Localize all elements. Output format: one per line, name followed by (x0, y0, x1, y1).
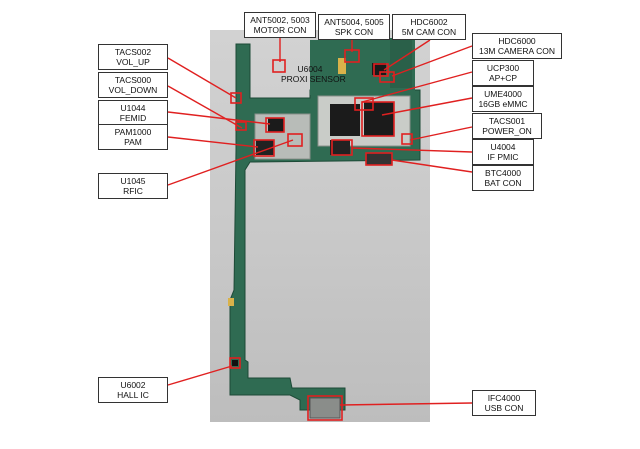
chip-emmc (364, 102, 394, 136)
chip-ap (330, 104, 360, 136)
chip-femid (268, 118, 284, 132)
hall-ic-pad (232, 360, 238, 366)
side-pad (228, 298, 234, 306)
pcb-top-right (390, 38, 412, 88)
proxi-pad (338, 58, 346, 74)
bat-con (366, 153, 392, 165)
cam-module (372, 63, 386, 75)
chip-pmic (330, 140, 350, 155)
usb-connector (309, 397, 341, 419)
chip-pam (256, 140, 274, 155)
